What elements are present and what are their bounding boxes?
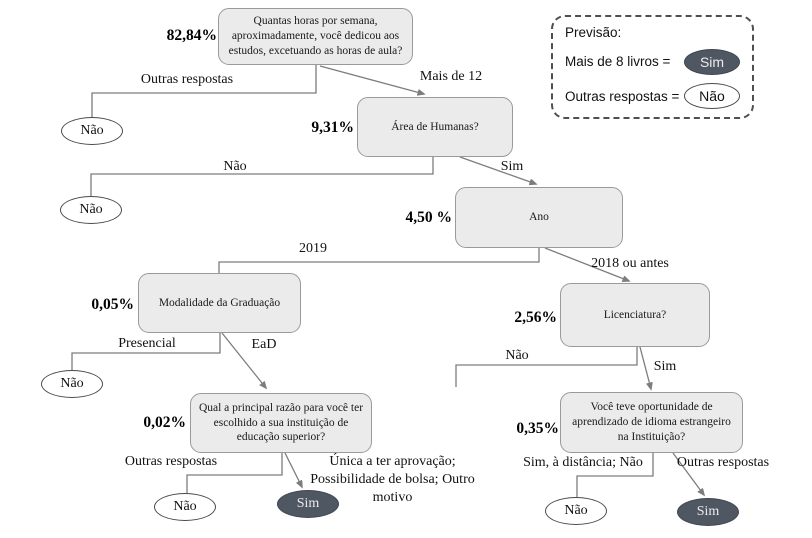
leaf-sim-1: Sim [277, 490, 339, 518]
edge-qual-sim-arrow [284, 452, 302, 487]
edge-modalidade-presencial-line [71, 333, 221, 370]
label-modalidade-presencial: Presencial [118, 336, 176, 351]
legend-title: Previsão: [565, 25, 622, 40]
label-licenciatura-sim: Sim [653, 359, 677, 374]
node-modalidade: Modalidade da Graduação [138, 273, 301, 333]
legend-nao-label: Outras respostas = [565, 88, 680, 104]
node-root-question: Quantas horas por semana, aproximadament… [218, 8, 413, 65]
label-licenciatura-nao: Não [505, 348, 529, 363]
label-root-outras: Outras respostas [140, 72, 234, 87]
label-voce-sim-distancia: Sim, à distância; Não [523, 455, 643, 470]
label-qual-outras: Outras respostas [124, 454, 218, 469]
legend-box: Previsão: Mais de 8 livros = Sim Outras … [551, 15, 754, 119]
edge-root-outras-line [91, 65, 317, 117]
legend-nao-ellipse: Não [684, 83, 740, 109]
edge-licenciatura-nao-line [455, 347, 638, 387]
pct-ano: 4,50 % [405, 209, 453, 226]
legend-sim-label: Mais de 8 livros = [565, 54, 671, 69]
edge-area-sim-arrow [459, 156, 536, 184]
label-ano-2019: 2019 [299, 241, 327, 256]
edge-licenciatura-sim-arrow [639, 346, 651, 389]
pct-qual: 0,02% [143, 414, 186, 431]
leaf-nao-3: Não [41, 370, 103, 398]
legend-row-sim: Mais de 8 livros = Sim [565, 48, 740, 75]
label-root-mais12: Mais de 12 [419, 69, 483, 84]
pct-area: 9,31% [311, 119, 354, 136]
node-area-humanas: Área de Humanas? [357, 97, 513, 157]
leaf-nao-2: Não [60, 196, 122, 224]
pct-root: 82,84% [166, 27, 217, 44]
node-qual-razao: Qual a principal razão para você ter esc… [190, 393, 372, 453]
label-qual-unica: Única a ter aprovação; Possibilidade de … [310, 454, 475, 506]
label-area-nao: Não [223, 159, 247, 174]
edge-qual-outras-line [186, 453, 283, 493]
pct-modalidade: 0,05% [91, 296, 134, 313]
leaf-nao-4: Não [154, 493, 216, 521]
node-licenciatura: Licenciatura? [560, 283, 710, 347]
edge-modalidade-ead-arrow [221, 332, 266, 388]
leaf-nao-5: Não [545, 497, 607, 525]
label-ano-2018: 2018 ou antes [591, 256, 669, 271]
leaf-nao-1: Não [61, 117, 123, 145]
pct-licenciatura: 2,56% [514, 309, 557, 326]
edge-ano-2019-line [218, 248, 540, 273]
legend-row-nao: Outras respostas = Não [565, 83, 740, 109]
label-voce-outras: Outras respostas [676, 455, 770, 470]
pct-voce: 0,35% [516, 420, 559, 437]
legend-sim-ellipse: Sim [684, 48, 740, 75]
node-ano: Ano [455, 187, 623, 248]
label-modalidade-ead: EaD [251, 337, 277, 352]
leaf-sim-2: Sim [677, 498, 739, 526]
edge-voce-outras-arrow [672, 452, 704, 495]
label-area-sim: Sim [500, 159, 524, 174]
edge-ano-2018-arrow [544, 247, 629, 281]
edge-area-nao-line [90, 157, 434, 196]
edge-root-mais12-arrow [319, 65, 424, 94]
edge-voce-sim-dist-line [576, 453, 654, 497]
node-voce-idioma: Você teve oportunidade de aprendizado de… [560, 392, 743, 453]
